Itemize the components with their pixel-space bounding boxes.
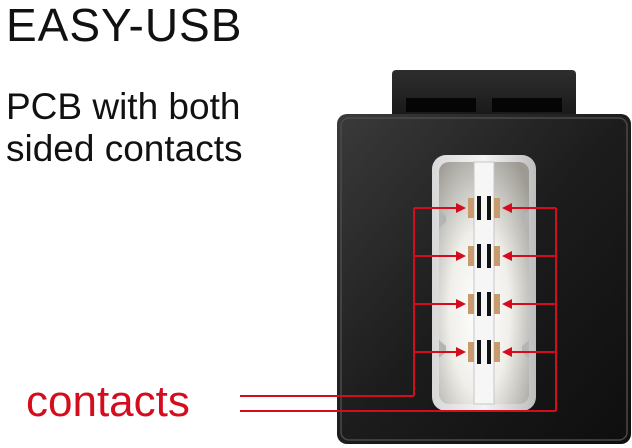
contact-pad-right-2 [494,246,500,266]
subtitle-line-1: PCB with both [6,86,241,127]
contact-pad-right-3 [494,294,500,314]
callout-arrowhead-right-4 [502,347,512,357]
contact-pad-left-4 [468,342,474,362]
page-title: EASY-USB [6,0,243,51]
contact-spring-right-1 [487,196,491,220]
contact-pads [468,196,500,364]
contact-spring-right-2 [487,244,491,268]
contact-callout-lines [240,203,557,412]
callout-arrowhead-right-3 [502,299,512,309]
callout-arrowhead-right-1 [502,203,512,213]
contact-spring-right-4 [487,340,491,364]
contact-spring-left-4 [477,340,481,364]
contact-spring-left-1 [477,196,481,220]
callout-arrowhead-right-2 [502,251,512,261]
contact-spring-left-3 [477,292,481,316]
callout-arrowhead-left-2 [456,251,466,261]
subtitle: PCB with both sided contacts [6,86,243,170]
contacts-callout-label: contacts [26,377,190,426]
callout-arrowhead-left-1 [456,203,466,213]
contact-pad-right-1 [494,198,500,218]
contact-pad-left-2 [468,246,474,266]
contact-pad-left-1 [468,198,474,218]
contact-spring-right-3 [487,292,491,316]
contact-pad-left-3 [468,294,474,314]
contact-pad-right-4 [494,342,500,362]
contact-spring-left-2 [477,244,481,268]
callout-arrowhead-left-3 [456,299,466,309]
usb-port-cavity [432,155,536,411]
callout-arrowhead-left-4 [456,347,466,357]
subtitle-line-2: sided contacts [6,128,243,169]
connector-top-tab [392,70,576,122]
